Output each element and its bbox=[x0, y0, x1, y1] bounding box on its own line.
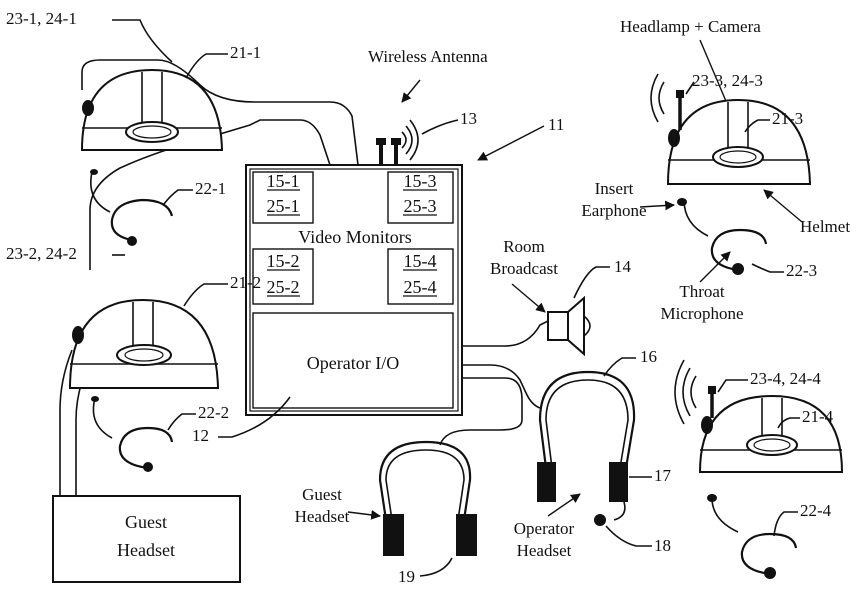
operator-headset-icon bbox=[537, 370, 636, 526]
ref-17: 17 bbox=[654, 466, 672, 485]
ref-14: 14 bbox=[614, 257, 632, 276]
guest-headset-line2: Headset bbox=[295, 507, 350, 526]
wireless-antenna-icon bbox=[376, 119, 419, 165]
monitor-label-25-1: 25-1 bbox=[267, 196, 300, 216]
monitor-label-15-3: 15-3 bbox=[404, 171, 437, 191]
cable-label-2: 23-2, 24-2 bbox=[6, 244, 77, 263]
monitor-label-15-1: 15-1 bbox=[267, 171, 300, 191]
video-monitor-1 bbox=[252, 171, 314, 224]
room-broadcast-line1: Room bbox=[503, 237, 545, 256]
insert-earphone-line2: Earphone bbox=[581, 201, 646, 220]
mic-4-ref: 22-4 bbox=[800, 501, 832, 520]
mic-1-ref: 22-1 bbox=[195, 179, 226, 198]
headlamp-camera-label: Headlamp + Camera bbox=[620, 17, 761, 36]
helmet-3-icon bbox=[650, 73, 812, 185]
cable-label-4: 23-4, 24-4 bbox=[750, 369, 821, 388]
wireless-antenna-label: Wireless Antenna bbox=[368, 47, 488, 66]
guest-headset-box bbox=[52, 495, 241, 583]
monitor-label-25-3: 25-3 bbox=[404, 196, 437, 216]
monitor-label-15-2: 15-2 bbox=[267, 251, 300, 271]
monitor-label-15-4: 15-4 bbox=[404, 251, 437, 271]
operator-io-panel bbox=[252, 312, 454, 409]
headset-3-icon bbox=[677, 198, 768, 275]
mic-3-ref: 22-3 bbox=[786, 261, 817, 280]
cable-label-3: 23-3, 24-3 bbox=[692, 71, 763, 90]
helmet-3-ref: 21-3 bbox=[772, 109, 803, 128]
ref-18: 18 bbox=[654, 536, 671, 555]
guest-box-cable-left bbox=[59, 349, 73, 496]
helmet-1-ref: 21-1 bbox=[230, 43, 261, 62]
guest-headset-icon bbox=[378, 440, 477, 556]
video-monitor-4 bbox=[387, 248, 454, 305]
monitor-label-25-4: 25-4 bbox=[404, 277, 437, 297]
ref-16: 16 bbox=[640, 347, 657, 366]
operator-headset-line2: Headset bbox=[517, 541, 572, 560]
helmet-2-icon bbox=[68, 298, 220, 389]
guest-headset-cable bbox=[439, 377, 523, 446]
mic-2-ref: 22-2 bbox=[198, 403, 229, 422]
helmet-1-icon bbox=[80, 68, 224, 151]
insert-earphone-line1: Insert bbox=[595, 179, 634, 198]
monitor-label-25-2: 25-2 bbox=[267, 277, 300, 297]
video-monitor-2 bbox=[252, 248, 314, 305]
room-broadcast-line2: Broadcast bbox=[490, 259, 558, 278]
central-unit bbox=[245, 164, 463, 416]
ref-11: 11 bbox=[548, 115, 564, 134]
video-monitors-label: Video Monitors bbox=[298, 227, 411, 247]
ref-12: 12 bbox=[192, 426, 209, 445]
helmet-4-ref: 21-4 bbox=[802, 407, 834, 426]
speaker-cable bbox=[462, 319, 551, 347]
helmet-2-ref: 21-2 bbox=[230, 273, 261, 292]
throat-mic-line2: Microphone bbox=[660, 304, 743, 323]
cable-label-1: 23-1, 24-1 bbox=[6, 9, 77, 28]
operator-headset-line1: Operator bbox=[514, 519, 575, 538]
operator-headset-cable bbox=[462, 364, 541, 409]
video-monitor-3 bbox=[387, 171, 454, 224]
guest-headset-line1: Guest bbox=[302, 485, 342, 504]
ref-19: 19 bbox=[398, 567, 415, 586]
ref-13: 13 bbox=[460, 109, 477, 128]
helmet-label: Helmet bbox=[800, 217, 850, 236]
guest-box-label-line1: Guest bbox=[125, 512, 167, 532]
speaker-icon bbox=[547, 295, 591, 357]
helmet-4-icon bbox=[674, 359, 844, 473]
throat-mic-line1: Throat bbox=[679, 282, 725, 301]
headset-4-icon bbox=[707, 494, 798, 579]
headset-2-icon bbox=[91, 396, 174, 472]
guest-box-label-line2: Headset bbox=[117, 540, 175, 560]
operator-io-label: Operator I/O bbox=[307, 353, 399, 373]
headset-1-icon bbox=[90, 169, 174, 246]
